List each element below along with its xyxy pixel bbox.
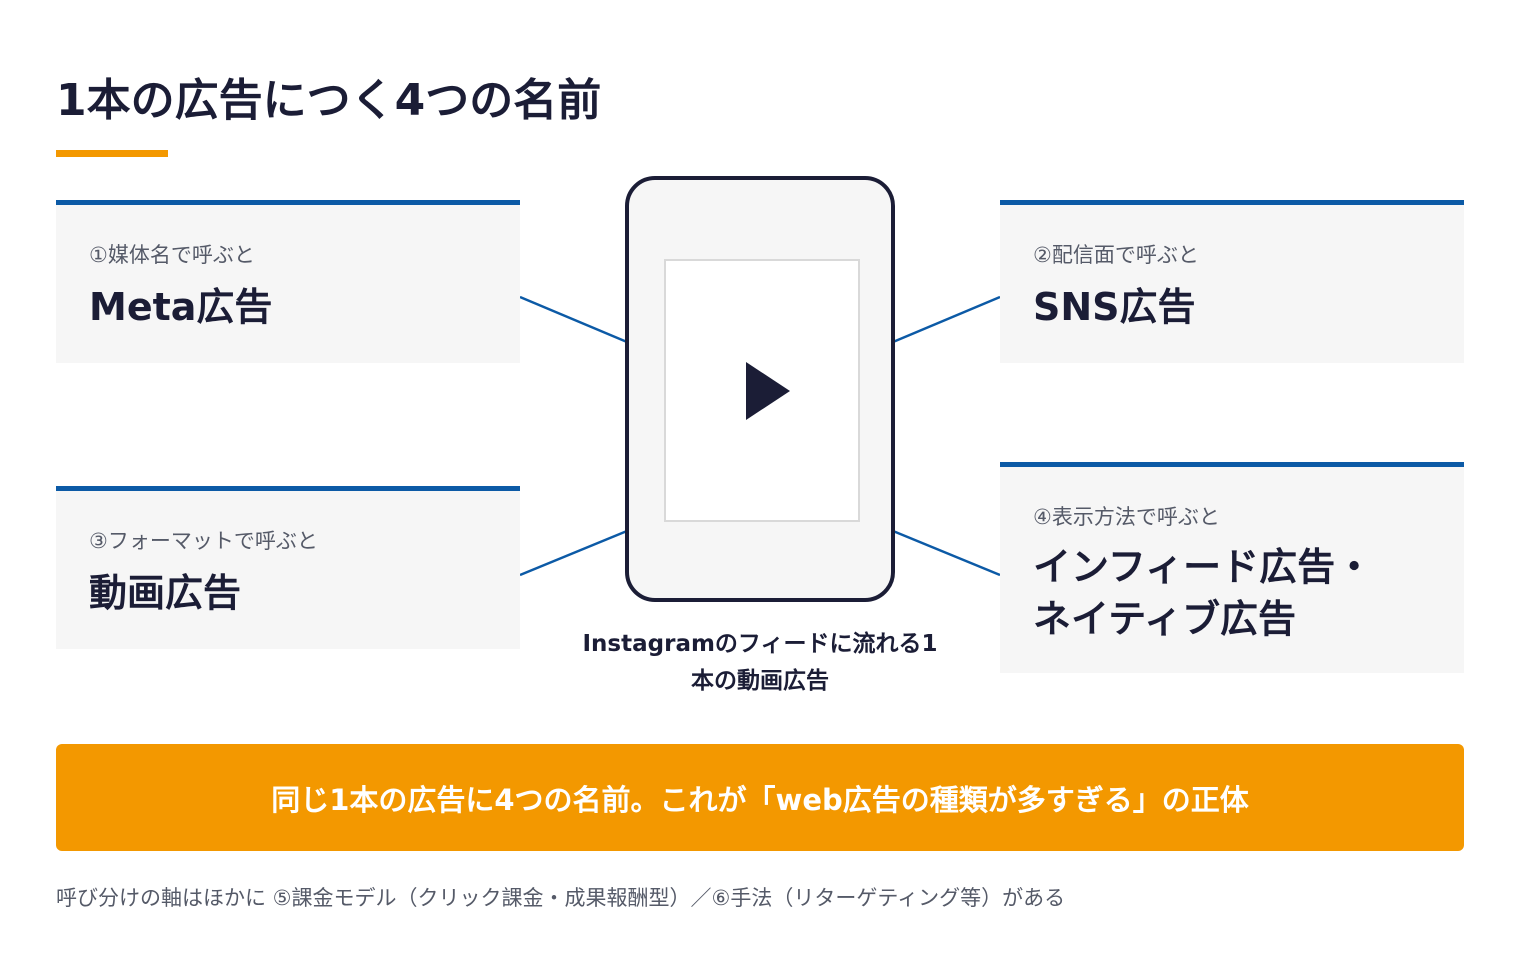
caption-line-2: 本の動画広告: [691, 668, 829, 694]
connector-line-2: [892, 295, 1001, 344]
phone-caption: Instagramのフィードに流れる1 本の動画広告: [560, 626, 960, 700]
card-value: 動画広告: [89, 571, 242, 615]
card-label: ①媒体名で呼ぶと: [89, 243, 255, 267]
caption-line-1: Instagramのフィードに流れる1: [582, 631, 938, 657]
card-display-method: ④表示方法で呼ぶと インフィード広告・ ネイティブ広告: [1000, 462, 1464, 673]
connector-line-1: [519, 295, 628, 344]
card-value: インフィード広告・ ネイティブ広告: [1033, 541, 1464, 645]
video-frame: [664, 259, 860, 522]
card-value: SNS広告: [1033, 285, 1196, 329]
card-label: ②配信面で呼ぶと: [1033, 243, 1199, 267]
card-value-line-2: ネイティブ広告: [1033, 597, 1296, 641]
footnote: 呼び分けの軸はほかに ⑤課金モデル（クリック課金・成果報酬型）／⑥手法（リターゲ…: [56, 886, 1066, 910]
banner-text: 同じ1本の広告に4つの名前。これが「web広告の種類が多すぎる」の正体: [271, 782, 1249, 817]
play-icon: [746, 362, 790, 420]
connector-line-3: [519, 529, 628, 577]
card-value-line-1: インフィード広告・: [1033, 545, 1374, 589]
phone-mockup: [625, 176, 895, 602]
card-format: ③フォーマットで呼ぶと 動画広告: [56, 486, 520, 649]
card-value: Meta広告: [89, 285, 273, 329]
card-placement: ②配信面で呼ぶと SNS広告: [1000, 200, 1464, 363]
card-label: ③フォーマットで呼ぶと: [89, 529, 318, 553]
card-label: ④表示方法で呼ぶと: [1033, 505, 1220, 529]
page-title: 1本の広告につく4つの名前: [56, 75, 602, 126]
summary-banner: 同じ1本の広告に4つの名前。これが「web広告の種類が多すぎる」の正体: [56, 744, 1464, 851]
connector-line-4: [892, 529, 1001, 577]
title-underline: [56, 150, 168, 157]
card-media-name: ①媒体名で呼ぶと Meta広告: [56, 200, 520, 363]
